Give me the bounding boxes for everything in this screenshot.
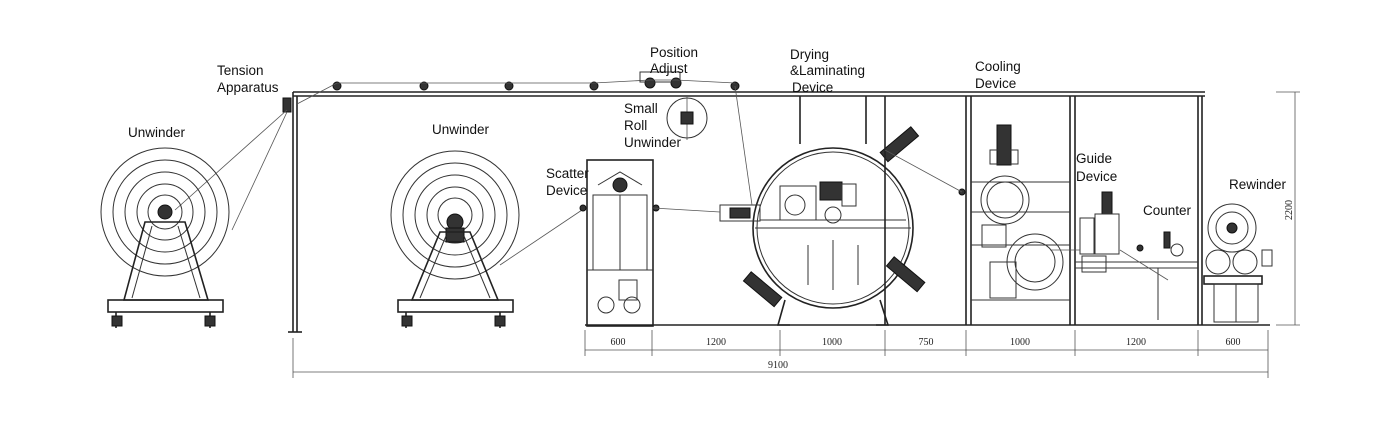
frame-posts — [884, 96, 1203, 325]
dim-1000-right: 1000 — [1010, 337, 1030, 348]
drying-laminating-device — [652, 85, 926, 326]
label-guide-1: Guide — [1076, 151, 1112, 166]
dim-total: 9100 — [768, 360, 788, 371]
label-drying-2: &Laminating — [790, 63, 865, 78]
overhead-frame — [288, 91, 1205, 333]
label-drying-1: Drying — [790, 47, 829, 62]
label-tension-2: Apparatus — [217, 80, 279, 95]
label-cooling-2: Device — [975, 76, 1016, 91]
rewinder — [1203, 203, 1273, 323]
label-unwinder-mid: Unwinder — [432, 122, 490, 137]
dim-1200-left: 1200 — [706, 337, 726, 348]
dimension-lines — [292, 91, 1300, 378]
guide-counter-device — [1050, 191, 1198, 320]
label-small-2: Roll — [624, 118, 647, 133]
label-drying-3: Device — [792, 80, 833, 95]
tension-apparatus — [174, 97, 292, 231]
label-small-1: Small — [624, 101, 658, 116]
label-small-3: Unwinder — [624, 135, 682, 150]
label-unwinder-left: Unwinder — [128, 125, 186, 140]
label-counter: Counter — [1143, 203, 1192, 218]
label-rewinder: Rewinder — [1229, 177, 1287, 192]
label-scatter-2: Device — [546, 183, 587, 198]
dim-1200-right: 1200 — [1126, 337, 1146, 348]
label-guide-2: Device — [1076, 169, 1117, 184]
dim-height: 2200 — [1284, 200, 1295, 220]
label-cooling-1: Cooling — [975, 59, 1021, 74]
label-position-1: Position — [650, 45, 698, 60]
small-roll-unwinder — [639, 71, 708, 140]
label-tension-1: Tension — [217, 63, 264, 78]
unwinder-left — [100, 147, 230, 328]
label-scatter-1: Scatter — [546, 166, 589, 181]
dim-600-right: 600 — [1226, 337, 1241, 348]
label-position-2: Adjust — [650, 61, 688, 76]
dim-750: 750 — [919, 337, 934, 348]
top-guide-rollers — [296, 77, 740, 105]
cooling-device — [884, 124, 1070, 301]
dim-600-left: 600 — [611, 337, 626, 348]
dim-1000-left: 1000 — [822, 337, 842, 348]
unwinder-middle — [390, 150, 583, 328]
scatter-device — [579, 159, 660, 327]
